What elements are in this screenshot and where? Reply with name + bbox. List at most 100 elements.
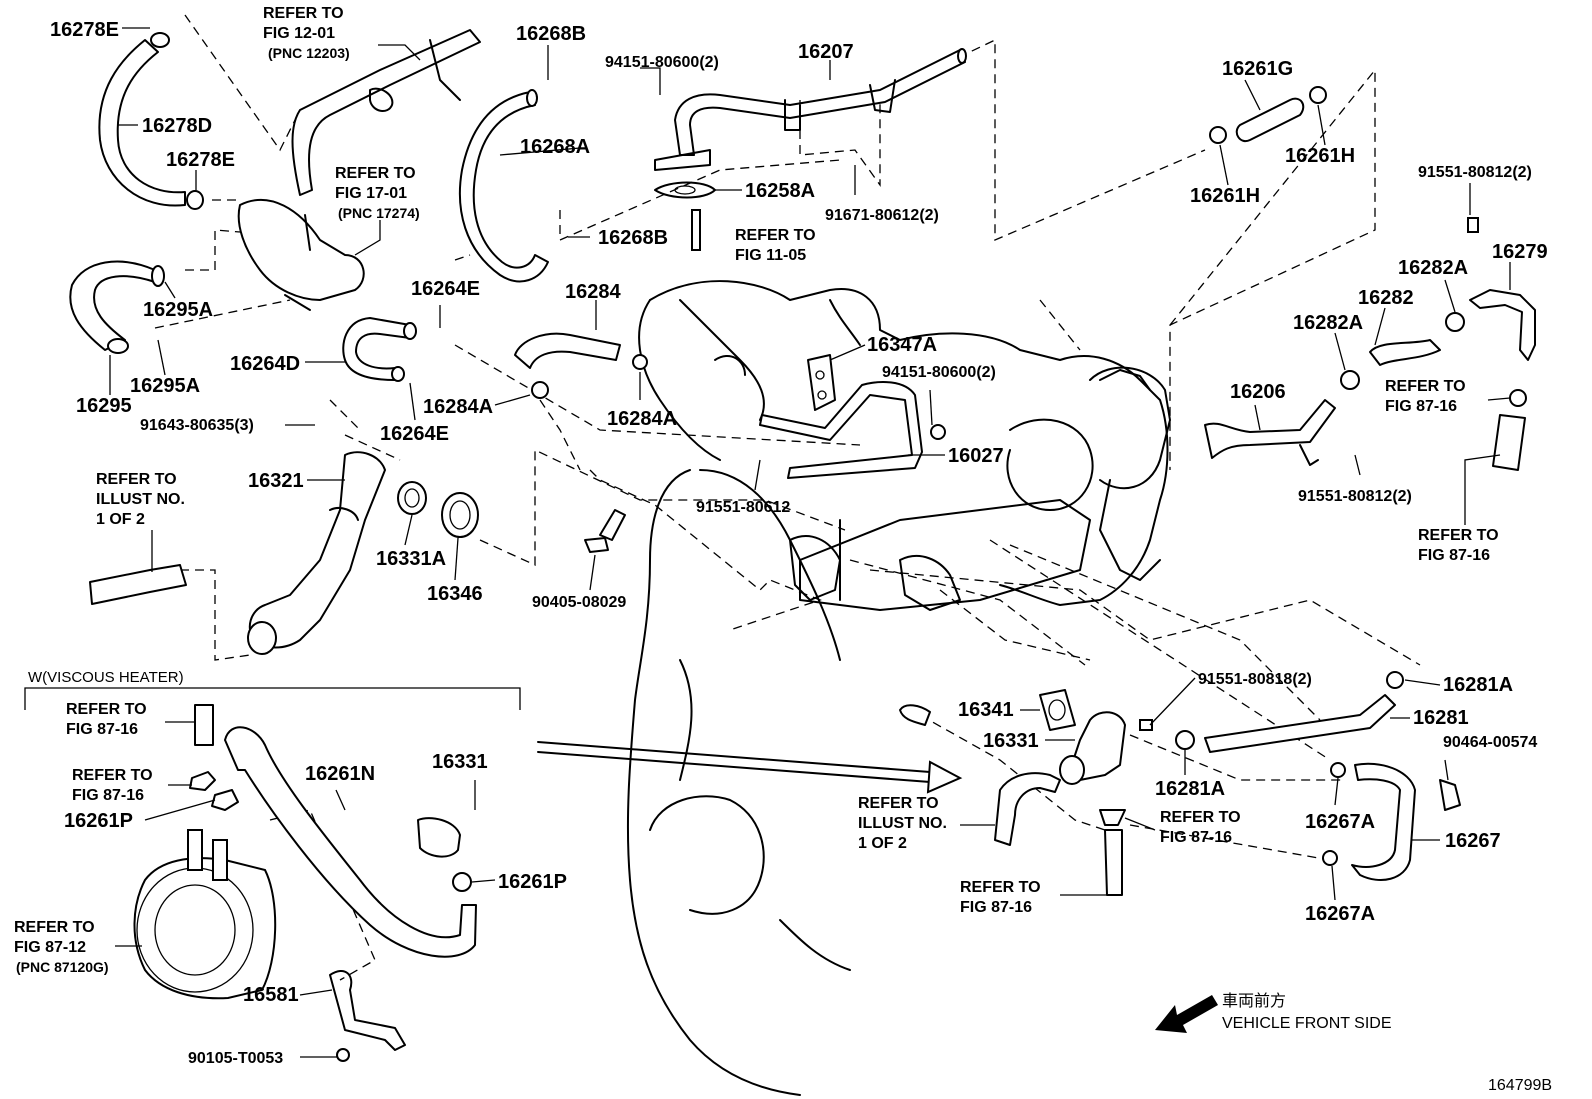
ref-fig87-f-line2: FIG 87-16 [960, 899, 1032, 916]
label-90405: 90405-08029 [532, 594, 626, 611]
ref-fig87-b-line2: FIG 87-16 [1418, 547, 1490, 564]
ref-fig12-line2: FIG 12-01 [263, 25, 335, 42]
ref-fig8712-line2: FIG 87-12 [14, 939, 86, 956]
seal-16346 [441, 492, 479, 538]
label-16267: 16267 [1445, 830, 1501, 852]
ref-fig17-line1: REFER TO [335, 165, 416, 182]
bracket-16279 [1467, 217, 1536, 361]
gasket-16341 [1039, 689, 1076, 731]
label-16295A-upper: 16295A [143, 299, 213, 321]
hose-ref-fig87-right [1492, 389, 1527, 471]
ref-illust-a-line2: ILLUST NO. [96, 491, 185, 508]
guide-lines [150, 14, 1421, 981]
hose-ref-illust-right [994, 772, 1061, 846]
hose-16264D [342, 317, 417, 382]
label-16268A: 16268A [520, 136, 590, 158]
label-16321: 16321 [248, 470, 304, 492]
water-inlet-housing [237, 199, 365, 311]
ref-fig12-line1: REFER TO [263, 5, 344, 22]
label-16347A: 16347A [867, 334, 937, 356]
hose-16282 [1340, 312, 1465, 390]
label-16264D: 16264D [230, 353, 300, 375]
ref-fig8712-line1: REFER TO [14, 919, 95, 936]
ref-illust-b-line3: 1 OF 2 [858, 835, 907, 852]
gasket-16347A [807, 354, 836, 411]
ref-fig87-d-line2: FIG 87-16 [72, 787, 144, 804]
ref-illust-a-line3: 1 OF 2 [96, 511, 145, 528]
label-91643: 91643-80635(3) [140, 417, 254, 434]
ref-fig11-line1: REFER TO [735, 227, 816, 244]
stud-bolt [691, 209, 701, 251]
label-16331A: 16331A [376, 548, 446, 570]
ref-illust-b-line1: REFER TO [858, 795, 939, 812]
label-94151-lower: 94151-80600(2) [882, 364, 996, 381]
label-16279: 16279 [1492, 241, 1548, 263]
label-91551-612: 91551-80612 [696, 499, 790, 516]
label-16267A-upper: 16267A [1305, 811, 1375, 833]
pipe-16207 [654, 48, 967, 171]
section-arrow [537, 741, 963, 794]
label-16267A-lower: 16267A [1305, 903, 1375, 925]
label-16281: 16281 [1413, 707, 1469, 729]
label-16264E-lower: 16264E [380, 423, 449, 445]
label-94151-upper: 94151-80600(2) [605, 54, 719, 71]
label-16278E-lower: 16278E [166, 149, 235, 171]
ref-fig87-a-line2: FIG 87-16 [1385, 398, 1457, 415]
label-91671: 91671-80612(2) [825, 207, 939, 224]
label-16281A-right: 16281A [1443, 674, 1513, 696]
hose-16261G [1209, 86, 1327, 144]
label-16264E-upper: 16264E [411, 278, 480, 300]
hose-16281 [1175, 671, 1404, 753]
label-16331-upper: 16331 [432, 751, 488, 773]
hose-16295 [69, 260, 165, 354]
ref-fig87-d-line1: REFER TO [72, 767, 153, 784]
viscous-heater-section [24, 687, 521, 1062]
ref-fig17-line3: (PNC 17274) [338, 205, 420, 221]
pipe-16027 [759, 381, 946, 479]
hose-16267 [1322, 762, 1461, 881]
ref-fig8712-line3: (PNC 87120G) [16, 959, 109, 975]
label-16281A-lower: 16281A [1155, 778, 1225, 800]
label-16581: 16581 [243, 984, 299, 1006]
label-16261H-right: 16261H [1285, 145, 1355, 167]
engine-block [626, 280, 1171, 1096]
hose-16268A [458, 89, 549, 283]
ref-fig87-a-line1: REFER TO [1385, 378, 1466, 395]
label-91551-812-lower: 91551-80812(2) [1298, 488, 1412, 505]
label-16027: 16027 [948, 445, 1004, 467]
label-16284A-right: 16284A [607, 408, 677, 430]
thermostat-16331A [397, 481, 427, 515]
label-16282A-lower: 16282A [1293, 312, 1363, 334]
label-16206: 16206 [1230, 381, 1286, 403]
ref-fig87-e-line2: FIG 87-16 [1160, 829, 1232, 846]
label-16278E-upper: 16278E [50, 19, 119, 41]
label-16261H-left: 16261H [1190, 185, 1260, 207]
ref-fig87-f-line1: REFER TO [960, 879, 1041, 896]
label-16268B-upper: 16268B [516, 23, 586, 45]
label-16282A-upper: 16282A [1398, 257, 1468, 279]
direction-label-jp: 車両前方 [1222, 992, 1286, 1010]
ref-fig87-c-line2: FIG 87-16 [66, 721, 138, 738]
label-16331-lower: 16331 [983, 730, 1039, 752]
label-16261N: 16261N [305, 763, 375, 785]
label-16346: 16346 [427, 583, 483, 605]
label-16207: 16207 [798, 41, 854, 63]
water-outlet-16321 [247, 451, 386, 655]
fitting-90405 [584, 509, 626, 553]
leader-lines [109, 27, 1511, 1058]
label-16295: 16295 [76, 395, 132, 417]
label-90464: 90464-00574 [1443, 734, 1537, 751]
hose-16284 [514, 332, 648, 399]
hose-ref-illust-left [89, 564, 187, 605]
figure-id: 164799B [1488, 1077, 1552, 1094]
water-inlet-16331 [1059, 711, 1153, 785]
hose-16278D [98, 32, 204, 210]
label-90105: 90105-T0053 [188, 1050, 283, 1067]
label-16268B-lower: 16268B [598, 227, 668, 249]
label-16278D: 16278D [142, 115, 212, 137]
pipe-ref-fig12 [291, 29, 481, 196]
label-91551-818: 91551-80818(2) [1198, 671, 1312, 688]
label-16295A-lower: 16295A [130, 375, 200, 397]
label-16258A: 16258A [745, 180, 815, 202]
